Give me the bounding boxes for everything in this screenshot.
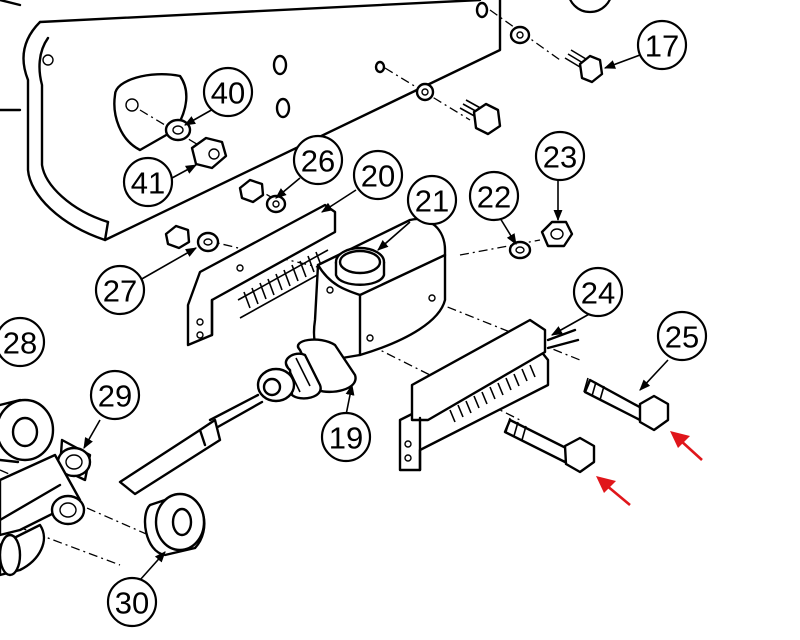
nut-26: [238, 178, 287, 214]
master-cylinder: [256, 217, 447, 403]
callout-label: 40: [211, 76, 245, 111]
frame-bracket: [0, 0, 502, 242]
callout-25: 25: [656, 310, 708, 362]
center-lines: [0, 9, 581, 566]
callout-label: 26: [301, 144, 335, 179]
callout-23: 23: [534, 130, 586, 182]
push-rod: [118, 393, 264, 496]
callout-label: 27: [103, 274, 137, 309]
bushing-28: [0, 398, 55, 464]
callout-label: 21: [415, 184, 449, 219]
bolt-25: [583, 377, 670, 432]
callout-label: 22: [477, 180, 511, 215]
spring-24: [449, 364, 536, 423]
callout-29: 29: [89, 369, 141, 421]
callout-22: 22: [468, 170, 520, 222]
bolt-24: [503, 417, 596, 474]
bolt-17: [509, 25, 604, 84]
nut-41: [190, 136, 228, 170]
bolt-mid: [415, 82, 502, 136]
bracket-20: [186, 203, 337, 347]
callout-28: 28: [0, 316, 46, 368]
callout-27: 27: [94, 264, 146, 316]
red-arrow-bolt-25: [670, 431, 703, 461]
callout-label: 23: [543, 140, 577, 175]
callout-top-right-partial: [569, 0, 611, 14]
callout-label: 17: [645, 29, 679, 64]
washer-40: [164, 118, 192, 142]
callout-label: 29: [98, 379, 132, 414]
callout-label: 41: [131, 166, 165, 201]
callout-label: 20: [361, 159, 395, 194]
callout-19: 19: [320, 411, 372, 463]
red-arrow-bolt-24: [596, 476, 631, 506]
callout-label: 24: [581, 276, 615, 311]
callout-17: 17: [636, 19, 688, 71]
callout-21: 21: [406, 174, 458, 226]
washer-22: [508, 240, 532, 260]
nut-27: [164, 224, 220, 253]
callout-41: 41: [122, 156, 174, 208]
spring-20: [243, 251, 323, 309]
bracket-24: [398, 318, 580, 472]
callout-40: 40: [202, 66, 254, 118]
callout-label: 25: [665, 320, 699, 355]
lever-arms: [0, 453, 86, 577]
callout-label: 30: [115, 586, 149, 621]
leader-lines: [83, 54, 669, 581]
roller-30: [143, 492, 206, 557]
callout-26: 26: [292, 134, 344, 186]
callout-24: 24: [572, 266, 624, 318]
fitting-23: [540, 220, 574, 248]
callout-label: 19: [329, 421, 363, 456]
callout-20: 20: [352, 149, 404, 201]
callout-30: 30: [106, 576, 158, 628]
callout-label: 28: [3, 326, 37, 361]
